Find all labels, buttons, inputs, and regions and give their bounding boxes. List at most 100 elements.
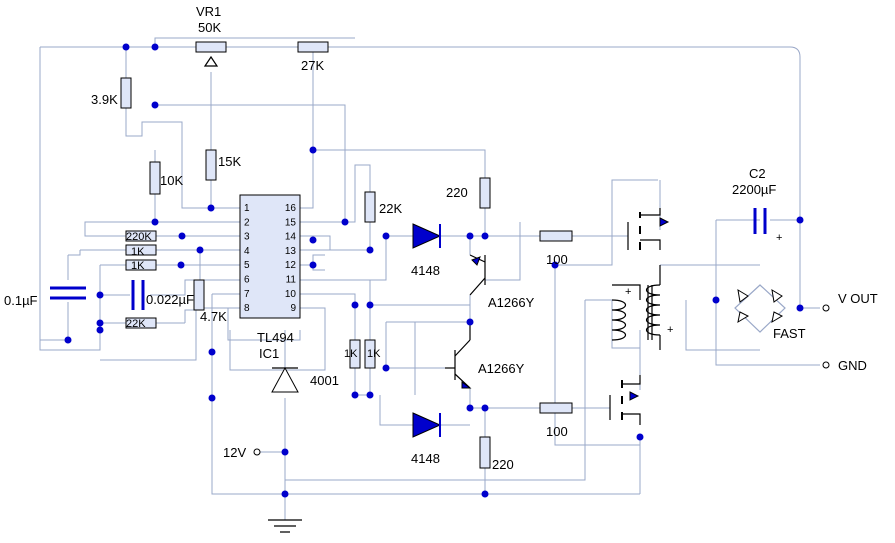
resistor-1k-v1 bbox=[349, 339, 361, 369]
transformer bbox=[611, 265, 661, 350]
resistor-4k7 bbox=[193, 279, 205, 311]
label-xfmr-plus-b: + bbox=[667, 324, 673, 336]
junction-dot bbox=[551, 261, 559, 269]
junction-dot bbox=[309, 261, 317, 269]
diode-4148-top bbox=[412, 223, 442, 249]
label-220-top: 220 bbox=[446, 185, 468, 200]
junction-dot bbox=[96, 319, 104, 327]
label-xfmr-plus-a: + bbox=[625, 286, 631, 298]
label-1k-v1: 1K bbox=[344, 348, 358, 360]
ic-pin-15: 15 bbox=[285, 217, 297, 228]
label-c2-plus: + bbox=[776, 232, 782, 244]
junction-dot bbox=[64, 336, 72, 344]
label-1k-v2: 1K bbox=[367, 348, 381, 360]
resistors bbox=[120, 41, 573, 469]
junction-dot bbox=[281, 448, 289, 456]
ic-body bbox=[239, 194, 301, 319]
diode-4148-bot bbox=[412, 412, 442, 438]
junction-dot bbox=[208, 348, 216, 356]
ic-pin-12: 12 bbox=[285, 260, 297, 271]
junction-dot bbox=[208, 394, 216, 402]
junction-dot bbox=[309, 146, 317, 154]
resistor-100-top bbox=[539, 230, 573, 242]
label-3k9: 3.9K bbox=[91, 92, 118, 107]
ic-pin-6: 6 bbox=[244, 275, 250, 286]
terminal-vout bbox=[822, 304, 830, 312]
junction-dot bbox=[196, 246, 204, 254]
label-4148-top: 4148 bbox=[411, 263, 440, 278]
transistor-a1266y-bot bbox=[445, 322, 472, 389]
resistor-vr1 bbox=[195, 41, 227, 53]
junction-dot bbox=[636, 433, 644, 441]
junction-dot bbox=[481, 490, 489, 498]
label-ic-part: TL494 bbox=[257, 330, 294, 345]
junction-dot bbox=[796, 304, 804, 312]
resistor-1k-b bbox=[125, 259, 157, 271]
ic-pin-9: 9 bbox=[290, 303, 296, 314]
label-1k-b: 1K bbox=[131, 260, 145, 272]
ic-pin-10: 10 bbox=[285, 289, 297, 300]
ic-pin-8: 8 bbox=[244, 303, 250, 314]
junction-dot bbox=[382, 364, 390, 372]
junction-dot bbox=[366, 391, 374, 399]
junction-dot bbox=[796, 216, 804, 224]
label-vr1-value: 50K bbox=[198, 20, 221, 35]
ic-pin-3: 3 bbox=[244, 232, 250, 243]
mosfets bbox=[609, 208, 670, 425]
junction-dot bbox=[341, 218, 349, 226]
label-c2-value: 2200µF bbox=[732, 182, 776, 197]
ic-pin-11: 11 bbox=[286, 275, 297, 286]
junction-dot bbox=[466, 232, 474, 240]
capacitor-0u022 bbox=[131, 280, 145, 310]
label-a1266y-bot: A1266Y bbox=[478, 361, 525, 376]
label-vout: V OUT bbox=[838, 291, 878, 306]
label-10k: 10K bbox=[160, 173, 183, 188]
label-gnd: GND bbox=[838, 358, 867, 373]
ic-pin-14: 14 bbox=[285, 232, 297, 243]
junction-dot bbox=[96, 291, 104, 299]
label-22k-left: 22K bbox=[126, 318, 146, 330]
resistor-27k bbox=[297, 41, 329, 53]
transistors bbox=[445, 254, 486, 389]
resistor-220-top bbox=[479, 177, 491, 209]
resistor-15k bbox=[205, 149, 217, 181]
resistor-220k bbox=[125, 230, 157, 242]
junction-dot bbox=[366, 301, 374, 309]
ic-pin-16: 16 bbox=[285, 203, 297, 214]
label-100-top: 100 bbox=[546, 252, 568, 267]
resistor-10k bbox=[149, 161, 161, 195]
label-27k: 27K bbox=[301, 58, 324, 73]
label-c2: C2 bbox=[749, 166, 766, 181]
vr1-wiper-arrow bbox=[203, 55, 219, 67]
junction-dot bbox=[366, 246, 374, 254]
ground-symbol bbox=[268, 519, 302, 533]
bridge-rectifier bbox=[734, 284, 786, 333]
junction-dot bbox=[382, 232, 390, 240]
label-100-bot: 100 bbox=[546, 424, 568, 439]
label-22k-top: 22K bbox=[379, 201, 402, 216]
label-4148-bot: 4148 bbox=[411, 451, 440, 466]
ic-pin-4: 4 bbox=[244, 246, 250, 257]
label-0u022: 0.022µF bbox=[146, 292, 194, 307]
mosfet-bot bbox=[609, 375, 641, 425]
junction-dot bbox=[151, 218, 159, 226]
ic-pin-2: 2 bbox=[244, 217, 250, 228]
junction-dot bbox=[122, 43, 130, 51]
label-4001: 4001 bbox=[310, 373, 339, 388]
junction-dot bbox=[351, 391, 359, 399]
label-4k7: 4.7K bbox=[200, 309, 227, 324]
label-a1266y-top: A1266Y bbox=[488, 295, 535, 310]
ic-pin-7: 7 bbox=[244, 289, 250, 300]
junction-dot bbox=[481, 404, 489, 412]
junction-dot bbox=[351, 301, 359, 309]
resistor-1k-a bbox=[125, 244, 157, 256]
junction-dot bbox=[481, 232, 489, 240]
junction-dot bbox=[207, 204, 215, 212]
terminal-gnd bbox=[822, 361, 830, 369]
mosfet-top bbox=[627, 208, 670, 250]
junction-dot bbox=[281, 490, 289, 498]
resistor-220-bot bbox=[479, 436, 491, 469]
junction-dot bbox=[151, 43, 159, 51]
label-220-bot: 220 bbox=[492, 457, 514, 472]
